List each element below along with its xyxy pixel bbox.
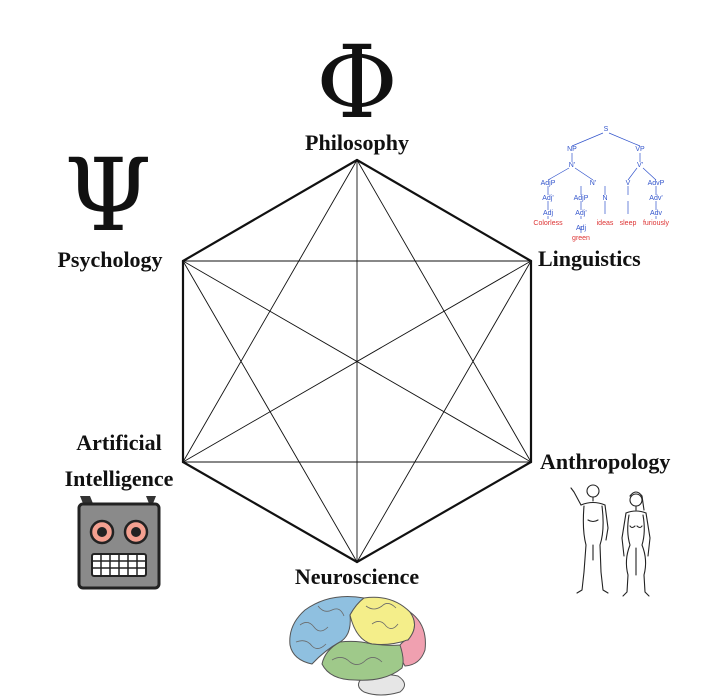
tree-node: V [626,180,631,187]
psi-symbol-icon: Ψ [64,137,152,254]
tree-node: Adj' [542,195,553,202]
edge-anthropology-neuroscience [355,460,533,564]
tree-node: N [602,195,607,202]
tree-node: VP [635,146,645,153]
edge-neuroscience-ai [181,460,359,564]
tree-node: AdjP [541,180,556,187]
edge-neuroscience-psychology [182,260,358,563]
tree-word: Colorless [533,220,563,227]
tree-node: N' [590,180,596,187]
edge-philosophy-psychology [181,158,359,263]
tree-node: Adv' [649,195,662,202]
brain-icon [289,596,426,696]
node-label-intelligence: Intelligence [65,466,174,491]
tree-node: Adv [650,210,663,217]
tree-word: furiously [643,220,670,227]
node-label-neuroscience: Neuroscience [295,564,419,589]
brain-temporal-lobe [321,640,404,681]
tree-node: Adj [576,225,587,232]
tree-word: sleep [620,220,637,227]
edge-anthropology-psychology [182,260,532,463]
phi-symbol-icon: Φ [316,24,398,141]
node-label-philosophy: Philosophy [305,130,409,155]
tree-node: N' [569,162,575,169]
node-label-artificial: Artificial [76,430,162,455]
brain-parietal-lobe [349,596,415,645]
tree-node: NP [567,146,577,153]
human-figures-icon [570,484,651,597]
node-label-anthropology: Anthropology [540,449,670,474]
node-label-linguistics: Linguistics [538,246,641,271]
node-label-psychology: Psychology [57,247,162,272]
tree-node: S [604,126,609,133]
tree-word: ideas [597,220,614,227]
hexagon-connections [181,158,533,564]
tree-node: Adj' [575,210,586,217]
tree-node: V' [637,162,643,169]
tree-word: green [572,235,590,242]
syntax-tree-icon: S NP VP N' V' AdjP N' V AdvP Adj' AdjP N… [533,126,669,242]
tree-node: Adj [543,210,554,217]
robot-face-icon [77,496,161,590]
tree-node: AdvP [648,180,665,187]
edge-philosophy-linguistics [355,158,533,263]
tree-node: AdjP [574,195,589,202]
